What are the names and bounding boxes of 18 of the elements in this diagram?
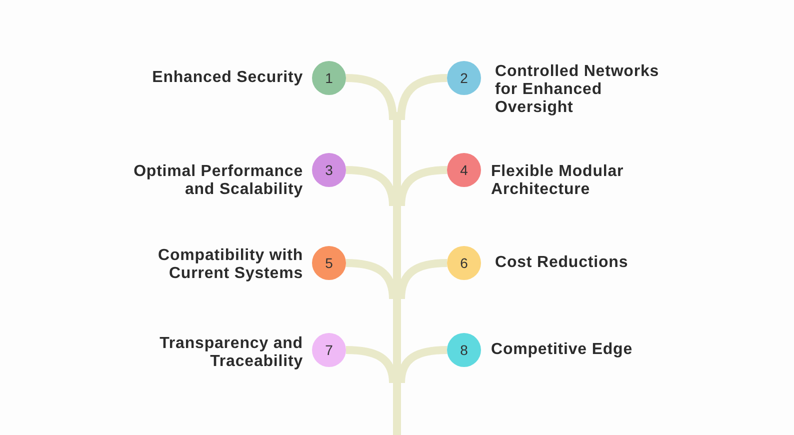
- item-label: Flexible Modular Architecture: [491, 163, 625, 199]
- branch-line: [346, 74, 397, 120]
- number-circle: 7: [312, 333, 346, 367]
- number-circle: 1: [312, 61, 346, 95]
- number-circle: 6: [447, 246, 481, 280]
- item-label: Transparency and Traceability: [158, 335, 303, 371]
- number-circle: 8: [447, 333, 481, 367]
- number-circle: 4: [447, 153, 481, 187]
- item-label: Optimal Performance and Scalability: [132, 163, 303, 199]
- item-label: Controlled Networks for Enhanced Oversight: [495, 63, 660, 117]
- item-label: Cost Reductions: [495, 254, 630, 272]
- branch-line: [397, 74, 448, 120]
- item-label: Enhanced Security: [151, 69, 303, 87]
- item-label: Compatibility with Current Systems: [157, 247, 303, 283]
- number-circle: 3: [312, 153, 346, 187]
- number-circle: 5: [312, 246, 346, 280]
- item-label: Competitive Edge: [491, 341, 634, 359]
- number-circle: 2: [447, 61, 481, 95]
